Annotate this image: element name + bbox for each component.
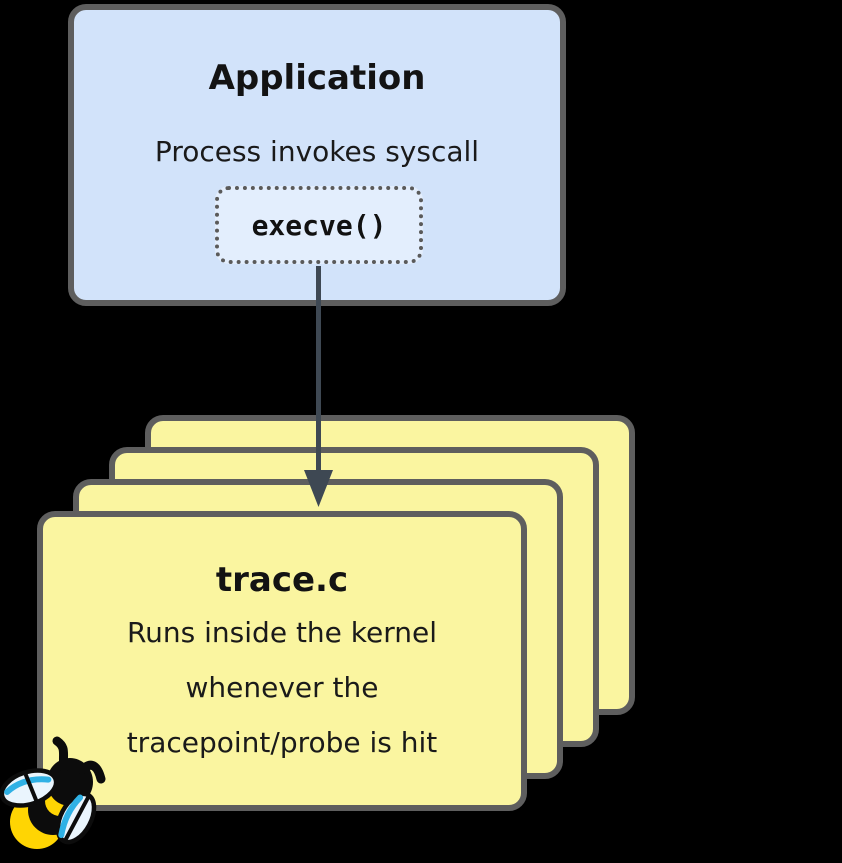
application-box: Application Process invokes syscall exec…: [68, 4, 566, 306]
syscall-box: execve(): [215, 186, 423, 264]
application-subtitle: Process invokes syscall: [154, 135, 480, 168]
application-title: Application: [208, 58, 426, 98]
syscall-label: execve(): [251, 208, 387, 242]
kernel-card-description-line: whenever the: [185, 670, 379, 704]
kernel-card-description-line: Runs inside the kernel: [126, 615, 438, 649]
kernel-card-title: trace.c: [215, 560, 349, 600]
kernel-card-front: trace.c Runs inside the kernel whenever …: [37, 511, 527, 811]
kernel-card-description-line: tracepoint/probe is hit: [126, 725, 438, 759]
